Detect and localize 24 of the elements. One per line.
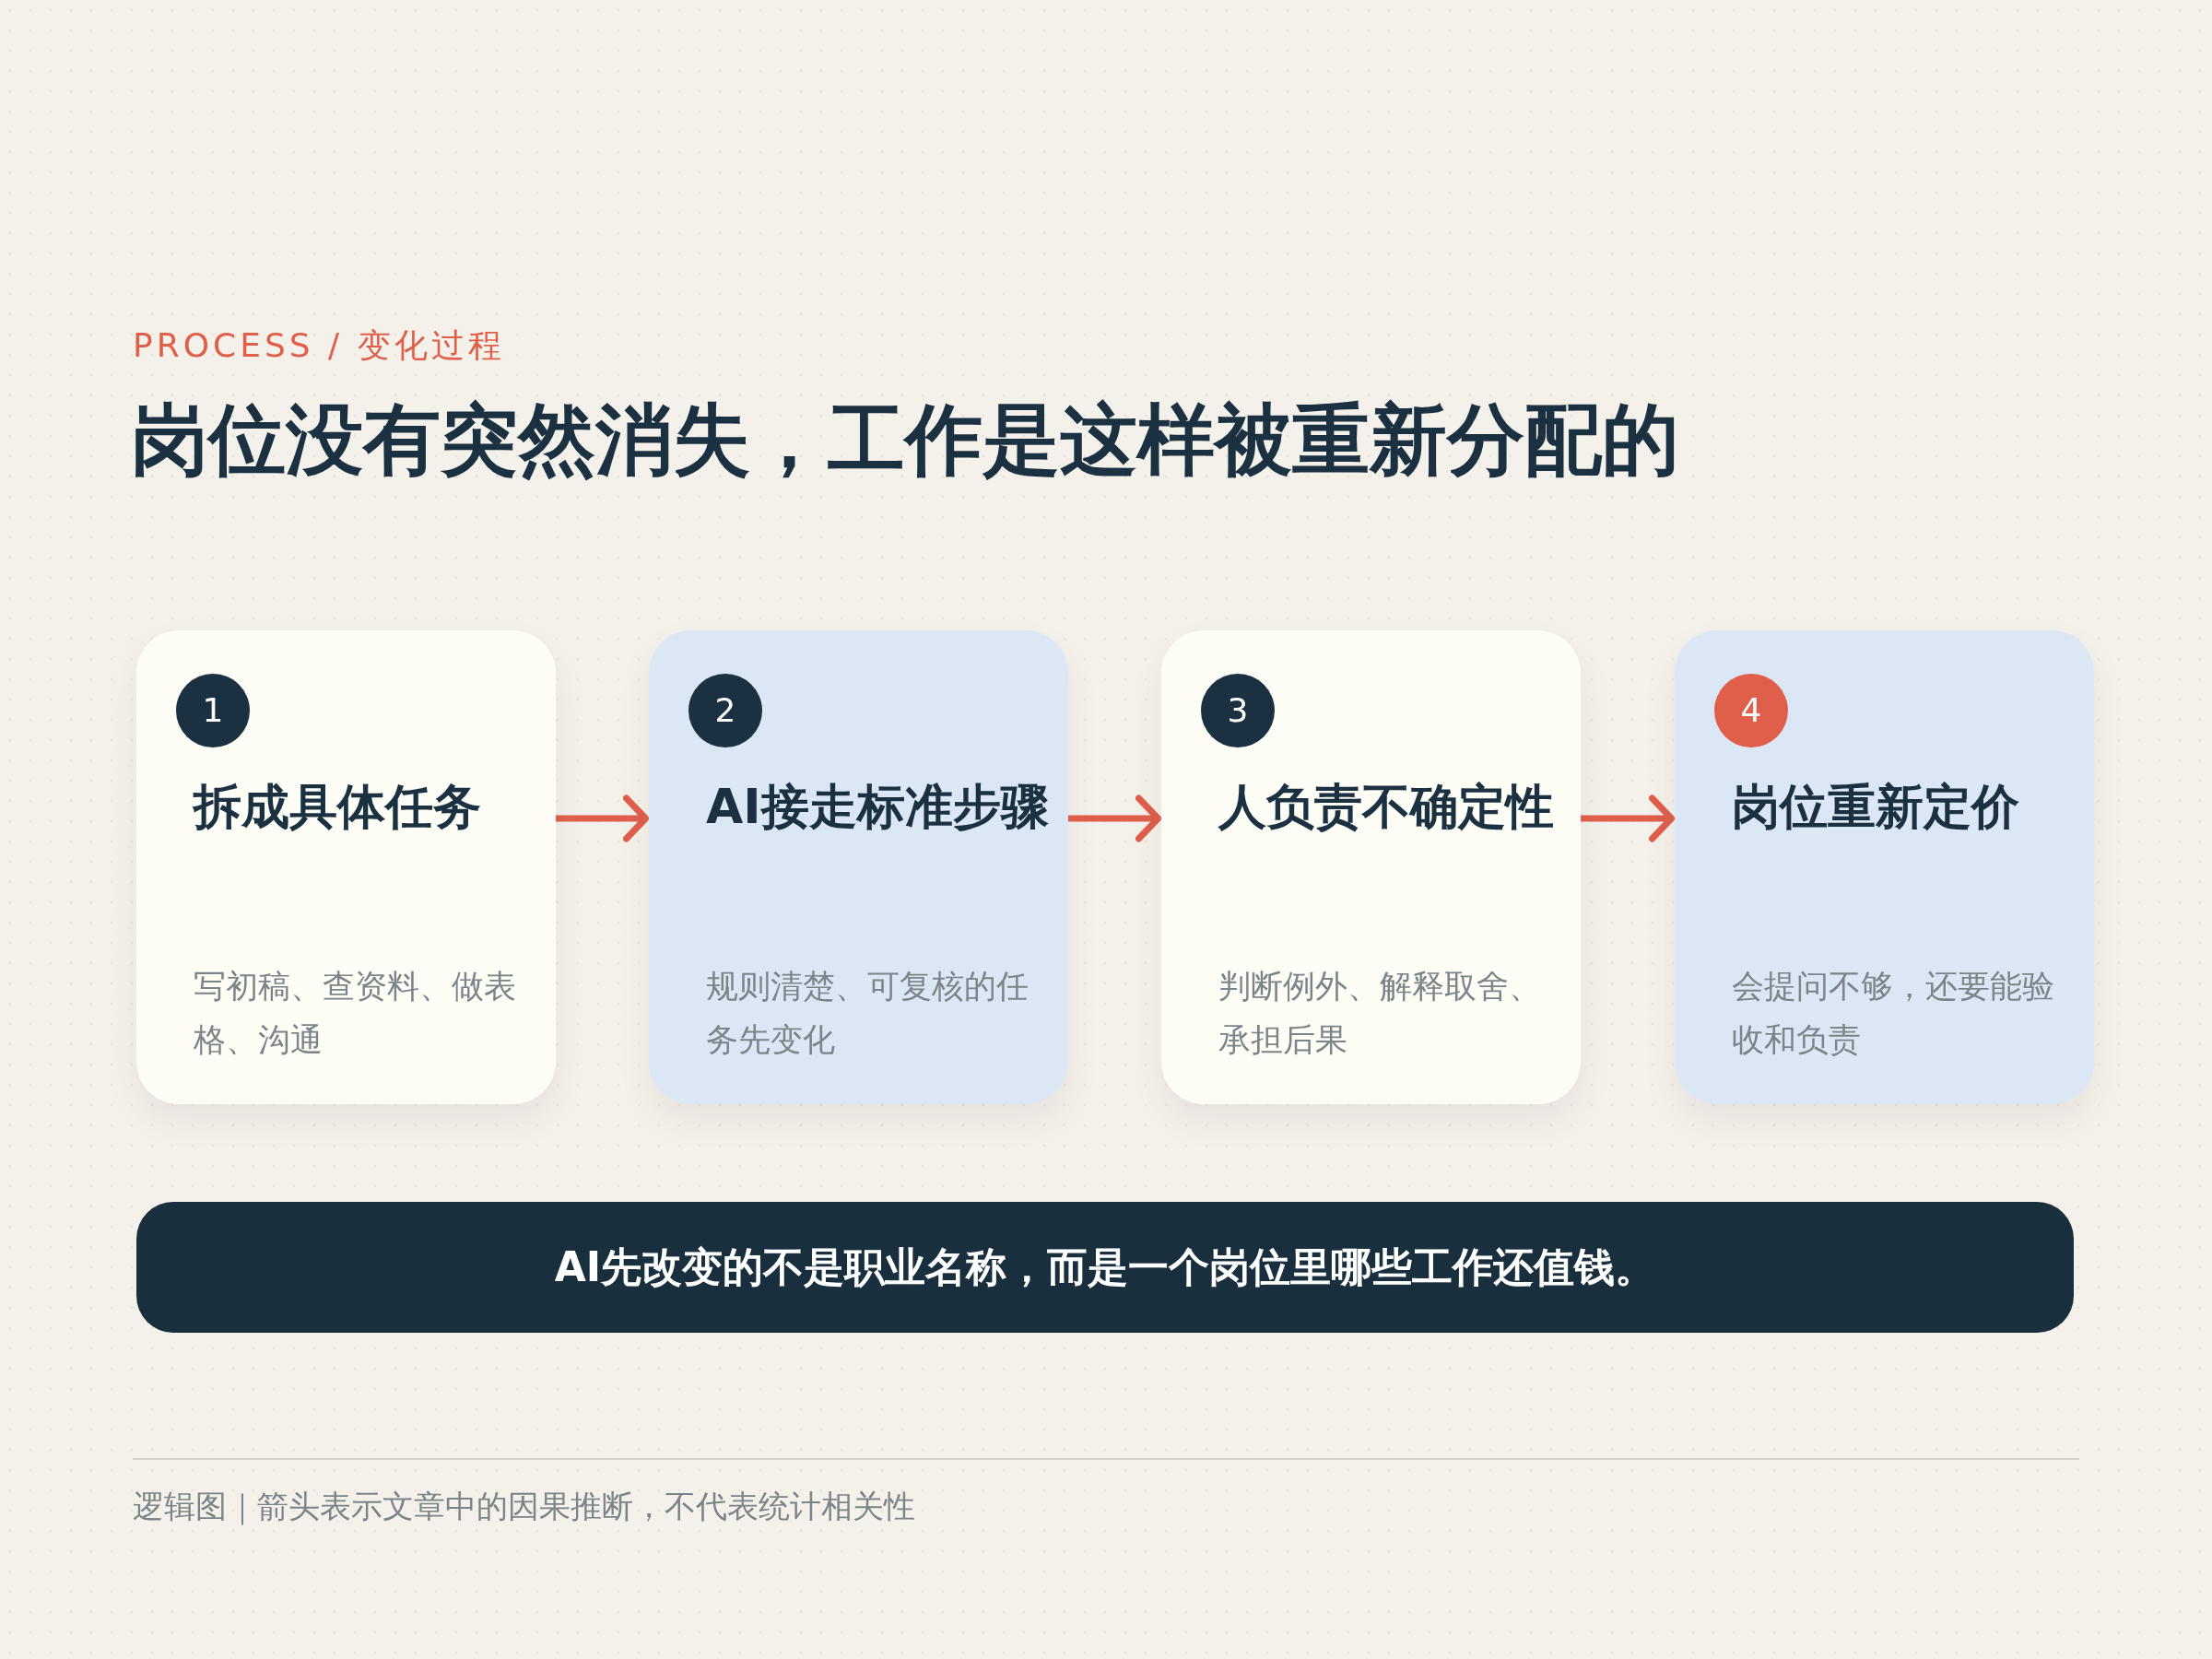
- step-description: 判断例外、解释取舍、承担后果: [1218, 967, 1542, 1060]
- step-title: AI接走标准步骤: [706, 778, 1050, 836]
- step-description: 规则清楚、可复核的任务先变化: [706, 967, 1030, 1060]
- arrow: [1068, 794, 1161, 842]
- step-card: [136, 630, 556, 1104]
- arrow: [1581, 794, 1675, 842]
- step-card: [1675, 630, 2094, 1104]
- step-number: 1: [176, 674, 250, 747]
- page-title: 岗位没有突然消失，工作是这样被重新分配的: [131, 394, 1679, 487]
- step-card: [649, 630, 1068, 1104]
- section-kicker: PROCESS / 变化过程: [133, 325, 505, 366]
- step-number: 3: [1201, 674, 1275, 747]
- summary-text: AI先改变的不是职业名称，而是一个岗位里哪些工作还值钱。: [554, 1242, 1656, 1292]
- step-number: 2: [688, 674, 762, 747]
- step-number: 4: [1714, 674, 1788, 747]
- step-card: [1161, 630, 1581, 1104]
- footnote: 逻辑图｜箭头表示文章中的因果推断，不代表统计相关性: [133, 1487, 915, 1526]
- arrow: [556, 794, 649, 842]
- step-title: 拆成具体任务: [194, 778, 482, 836]
- step-title: 岗位重新定价: [1732, 778, 2020, 836]
- step-title: 人负责不确定性: [1218, 778, 1555, 836]
- step-description: 写初稿、查资料、做表格、沟通: [194, 967, 517, 1060]
- step-description: 会提问不够，还要能验收和负责: [1732, 967, 2055, 1060]
- summary-banner: [136, 1202, 2074, 1333]
